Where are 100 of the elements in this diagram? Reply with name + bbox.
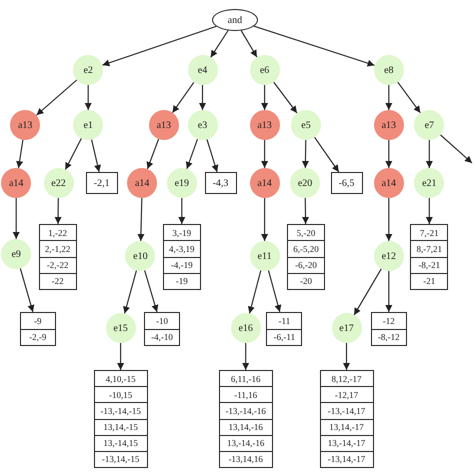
node-label: e12 xyxy=(382,250,396,262)
arrow xyxy=(123,270,137,314)
event-node xyxy=(188,55,218,85)
action-node xyxy=(374,168,404,198)
table-cell-text: 6,11,-16 xyxy=(230,372,262,386)
arrow xyxy=(242,343,250,370)
table-cell-text: 4,10,-15 xyxy=(104,372,137,386)
node-label: e10 xyxy=(133,250,148,262)
node-label: -4,3 xyxy=(212,178,228,188)
table-cell: -2,-9 xyxy=(20,328,55,345)
node-label: a14 xyxy=(382,178,396,188)
event-node xyxy=(1,239,32,269)
action-node xyxy=(1,168,32,198)
arrow xyxy=(385,140,392,168)
table-cell: 8,-7,21 xyxy=(411,240,448,256)
arrow xyxy=(302,198,310,224)
arrow xyxy=(354,268,382,316)
node-label: e3 xyxy=(198,120,208,130)
arrow xyxy=(178,198,186,224)
event-node xyxy=(374,55,404,85)
arrow xyxy=(426,198,433,224)
table-cell: 13,14,-15 xyxy=(94,418,147,435)
table-cell: -8,-21 xyxy=(411,256,448,273)
node-label: e6 xyxy=(260,64,270,76)
arrow xyxy=(16,140,24,168)
arrow xyxy=(385,85,392,110)
arrow xyxy=(144,270,158,312)
node-label: and xyxy=(228,14,242,26)
table-cell: -10,15 xyxy=(94,386,147,402)
arrow xyxy=(440,134,472,164)
arrow xyxy=(64,138,82,170)
arrow xyxy=(261,140,268,168)
table-cell-text: 7,-21 xyxy=(418,226,440,240)
table-cell: -13,-14,-15 xyxy=(94,402,147,418)
table-cell: -21 xyxy=(411,272,448,289)
value-table xyxy=(20,312,56,346)
action-node xyxy=(148,110,179,140)
node-label: e17 xyxy=(339,322,354,334)
value-table xyxy=(320,370,374,468)
arrow xyxy=(385,198,392,241)
event-node xyxy=(332,313,362,343)
arrow xyxy=(397,82,421,114)
table-cell-text: -11 xyxy=(278,314,292,328)
table-cell: -2,-22 xyxy=(40,256,76,273)
event-node xyxy=(73,55,104,85)
node-label: a13 xyxy=(156,120,172,130)
table-cell-text: -9 xyxy=(33,314,43,328)
value-table xyxy=(370,312,407,346)
event-node xyxy=(44,168,74,198)
table-cell-text: 5,-20 xyxy=(296,226,316,240)
node-label: e21 xyxy=(422,178,437,188)
event-node xyxy=(250,55,280,85)
event-node xyxy=(414,168,444,198)
table-cell: -4,-10 xyxy=(145,328,179,345)
arrow xyxy=(261,85,268,110)
table-cell: 13,-14,-16 xyxy=(220,434,272,451)
node-label: a14 xyxy=(257,178,272,188)
arrow xyxy=(146,138,160,170)
table-cell: 4,-3,19 xyxy=(164,240,200,256)
table-cell: -11,16 xyxy=(220,386,272,402)
table-cell: -13,-14,17 xyxy=(320,402,372,418)
value-table xyxy=(162,224,201,290)
value-table xyxy=(38,224,77,290)
table-cell: -13,14,-15 xyxy=(94,450,147,468)
table-cell: -13,14,16 xyxy=(220,450,272,468)
node-label: e7 xyxy=(424,120,434,130)
event-node xyxy=(250,241,280,271)
node-label: a13 xyxy=(18,120,32,130)
event-node xyxy=(106,313,136,343)
action-node xyxy=(127,168,158,198)
arrow xyxy=(186,138,198,170)
value-table xyxy=(218,370,273,468)
value-box xyxy=(330,172,362,194)
table-cell-text: 3,-19 xyxy=(171,226,192,240)
arrow xyxy=(84,85,92,110)
action-node xyxy=(10,110,40,140)
value-box xyxy=(204,172,236,194)
arrow xyxy=(254,26,375,67)
node-label: a13 xyxy=(257,120,272,130)
node-label: -6,5 xyxy=(338,178,354,188)
arrow xyxy=(172,82,194,114)
table-cell: -12,17 xyxy=(320,386,372,402)
event-node xyxy=(414,110,444,140)
table-cell: 13,14,-17 xyxy=(320,418,372,435)
arrow xyxy=(54,198,62,224)
arrow xyxy=(302,140,309,168)
value-table xyxy=(266,312,302,346)
table-cell: -6,-20 xyxy=(288,256,324,273)
table-cell: 13,14,-16 xyxy=(220,418,272,435)
arrow xyxy=(206,139,218,172)
table-cell-text: 1,-22 xyxy=(47,226,68,240)
node-label: e11 xyxy=(258,250,272,262)
arrow xyxy=(199,85,206,110)
node-label: e22 xyxy=(51,178,66,188)
arrow xyxy=(12,198,20,239)
arrow xyxy=(273,82,298,114)
arrow xyxy=(210,30,229,58)
event-node xyxy=(374,241,404,271)
node-label: e15 xyxy=(113,322,128,334)
table-cell: 13,-14,-17 xyxy=(320,434,372,451)
